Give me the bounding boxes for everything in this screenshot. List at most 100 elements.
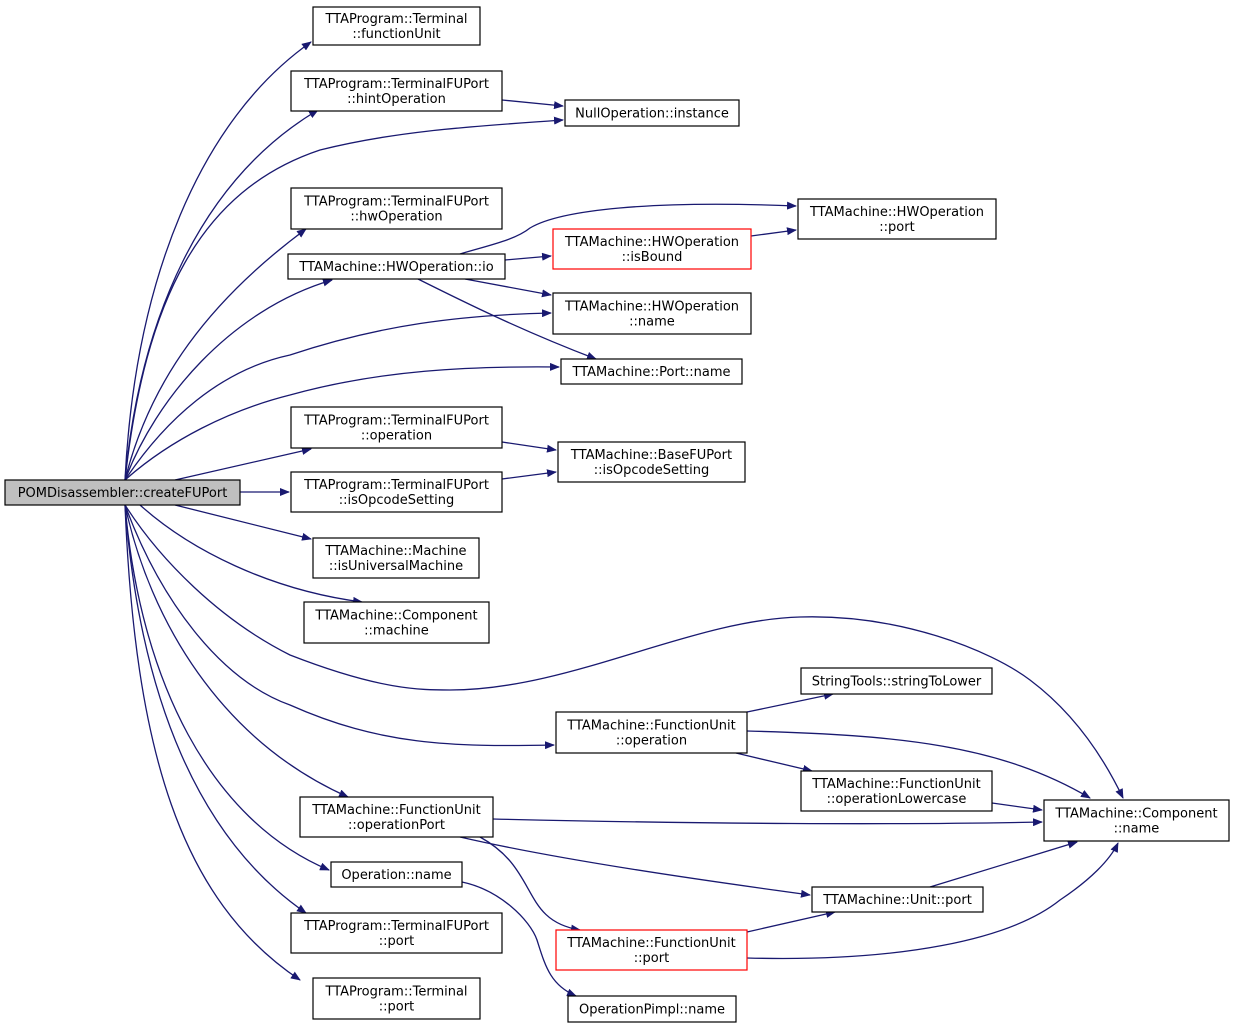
edge-root-to-hwop_name	[124, 309, 552, 481]
node-basefuport-isOpcode[interactable]: TTAMachine::BaseFUPort::isOpcodeSetting	[557, 441, 746, 483]
node-tfup-hwOperation[interactable]: TTAProgram::TerminalFUPort::hwOperation	[290, 187, 503, 230]
node-box	[557, 441, 746, 483]
edge-root-to-hwop_io	[124, 278, 333, 481]
node-nullop-instance[interactable]: NullOperation::instance	[564, 99, 740, 127]
node-label-line: Operation::name	[341, 868, 451, 883]
edge-path	[501, 441, 557, 453]
node-box	[312, 537, 480, 579]
edge-root-to-fu_operationPort	[124, 504, 349, 798]
node-fu-port[interactable]: TTAMachine::FunctionUnit::port	[555, 929, 748, 971]
edge-path	[929, 840, 1078, 888]
edge-fu_port-to-component_name	[746, 842, 1119, 960]
node-unit-port[interactable]: TTAMachine::Unit::port	[811, 886, 984, 913]
edge-path	[124, 362, 560, 481]
edge-root-to-term_functionUnit	[124, 41, 312, 481]
node-stringtools-lower[interactable]: StringTools::stringToLower	[800, 667, 993, 695]
edge-root-to-term_port	[124, 504, 301, 981]
node-box	[4, 479, 241, 506]
node-label-line: TTAMachine::Machine	[324, 544, 466, 559]
node-fu-operation[interactable]: TTAMachine::FunctionUnit::operation	[555, 711, 748, 754]
edge-root-to-tfup_hwOperation	[124, 228, 307, 481]
node-label-line: TTAMachine::FunctionUnit	[566, 936, 735, 951]
edge-path	[735, 752, 813, 773]
node-box	[564, 99, 740, 127]
edge-path	[750, 227, 797, 237]
node-box	[560, 358, 743, 385]
node-tfup-hintOperation[interactable]: TTAProgram::TerminalFUPort::hintOperatio…	[290, 70, 503, 112]
node-label-line: ::name	[629, 315, 675, 330]
node-label-line: ::name	[1114, 822, 1160, 837]
node-label-line: TTAProgram::Terminal	[324, 985, 467, 1000]
node-fu-operationPort[interactable]: TTAMachine::FunctionUnit::operationPort	[299, 796, 494, 838]
edge-root-to-tfup_port	[124, 504, 307, 914]
node-label-line: ::port	[634, 951, 669, 966]
node-label-line: ::functionUnit	[352, 27, 440, 42]
node-label-line: ::port	[379, 1000, 414, 1015]
edge-hwop_isBound-to-hwop_port	[750, 227, 797, 237]
node-opimpl-name[interactable]: OperationPimpl::name	[567, 995, 737, 1023]
node-label-line: StringTools::stringToLower	[812, 675, 982, 690]
edge-path	[746, 691, 834, 713]
node-label-line: ::operation	[616, 734, 687, 749]
edge-path	[479, 836, 581, 933]
edge-path	[124, 504, 301, 981]
edge-path	[124, 504, 330, 871]
edge-fu_operationPort-to-unit_port	[459, 836, 811, 898]
edge-hwop_io-to-hwop_name	[464, 278, 552, 298]
edge-tfup_isOpcode-to-basefuport_isOpcode	[501, 469, 557, 480]
node-label-line: ::operation	[361, 429, 432, 444]
node-component-machine[interactable]: TTAMachine::Component::machine	[303, 601, 490, 644]
node-box	[290, 912, 503, 954]
edge-path	[139, 504, 363, 605]
edge-path	[459, 201, 797, 255]
node-term-port[interactable]: TTAProgram::Terminal::port	[312, 977, 481, 1020]
edge-root-to-tfup_operation	[174, 447, 312, 481]
edge-root-to-fu_operation	[124, 504, 555, 750]
node-operation-name[interactable]: Operation::name	[330, 861, 463, 888]
node-component-name[interactable]: TTAMachine::Component::name	[1043, 799, 1230, 842]
node-hwop-name[interactable]: TTAMachine::HWOperation::name	[552, 292, 752, 335]
node-tfup-port[interactable]: TTAProgram::TerminalFUPort::port	[290, 912, 503, 954]
edge-root-to-component_machine	[139, 504, 363, 605]
node-term-functionUnit[interactable]: TTAProgram::Terminal::functionUnit	[312, 6, 481, 46]
node-box	[1043, 799, 1230, 842]
node-hwop-io[interactable]: TTAMachine::HWOperation::io	[287, 253, 506, 280]
edge-fu_opLower-to-component_name	[991, 802, 1043, 813]
node-label-line: TTAProgram::TerminalFUPort	[303, 414, 489, 429]
edge-operation_name-to-opimpl_name	[461, 881, 577, 997]
edge-path	[464, 278, 552, 298]
node-label-line: ::operationLowercase	[827, 792, 967, 807]
edge-hwop_io-to-port_name	[417, 278, 597, 360]
edge-path	[504, 252, 552, 261]
node-port-name[interactable]: TTAMachine::Port::name	[560, 358, 743, 385]
node-root[interactable]: POMDisassembler::createFUPort	[4, 479, 241, 506]
node-box	[330, 861, 463, 888]
node-box	[287, 253, 506, 280]
edge-path	[417, 278, 597, 360]
node-label-line: TTAMachine::HWOperation	[809, 205, 984, 220]
node-box	[290, 471, 503, 513]
node-machine-isUniversal[interactable]: TTAMachine::Machine::isUniversalMachine	[312, 537, 480, 579]
edge-path	[174, 504, 312, 541]
node-label-line: ::port	[379, 934, 414, 949]
edge-path	[991, 802, 1043, 813]
node-box	[552, 228, 752, 270]
node-label-line: TTAProgram::TerminalFUPort	[303, 195, 489, 210]
node-fu-opLower[interactable]: TTAMachine::FunctionUnit::operationLower…	[800, 770, 993, 812]
node-label-line: TTAMachine::Unit::port	[822, 893, 972, 908]
node-tfup-operation[interactable]: TTAProgram::TerminalFUPort::operation	[290, 406, 503, 449]
edge-tfup_hintOperation-to-nullop_instance	[501, 99, 564, 110]
node-box	[800, 667, 993, 695]
edges-layer	[124, 41, 1124, 997]
node-box	[290, 187, 503, 230]
node-label-line: NullOperation::instance	[575, 107, 729, 122]
node-tfup-isOpcode[interactable]: TTAProgram::TerminalFUPort::isOpcodeSett…	[290, 471, 503, 513]
edge-fu_operation-to-component_name	[746, 730, 1091, 799]
node-box	[299, 796, 494, 838]
node-hwop-isBound[interactable]: TTAMachine::HWOperation::isBound	[552, 228, 752, 270]
node-hwop-port[interactable]: TTAMachine::HWOperation::port	[797, 198, 997, 240]
node-label-line: ::machine	[364, 624, 429, 639]
edge-path	[124, 228, 307, 481]
edge-path	[501, 99, 564, 110]
edge-path	[746, 730, 1091, 799]
